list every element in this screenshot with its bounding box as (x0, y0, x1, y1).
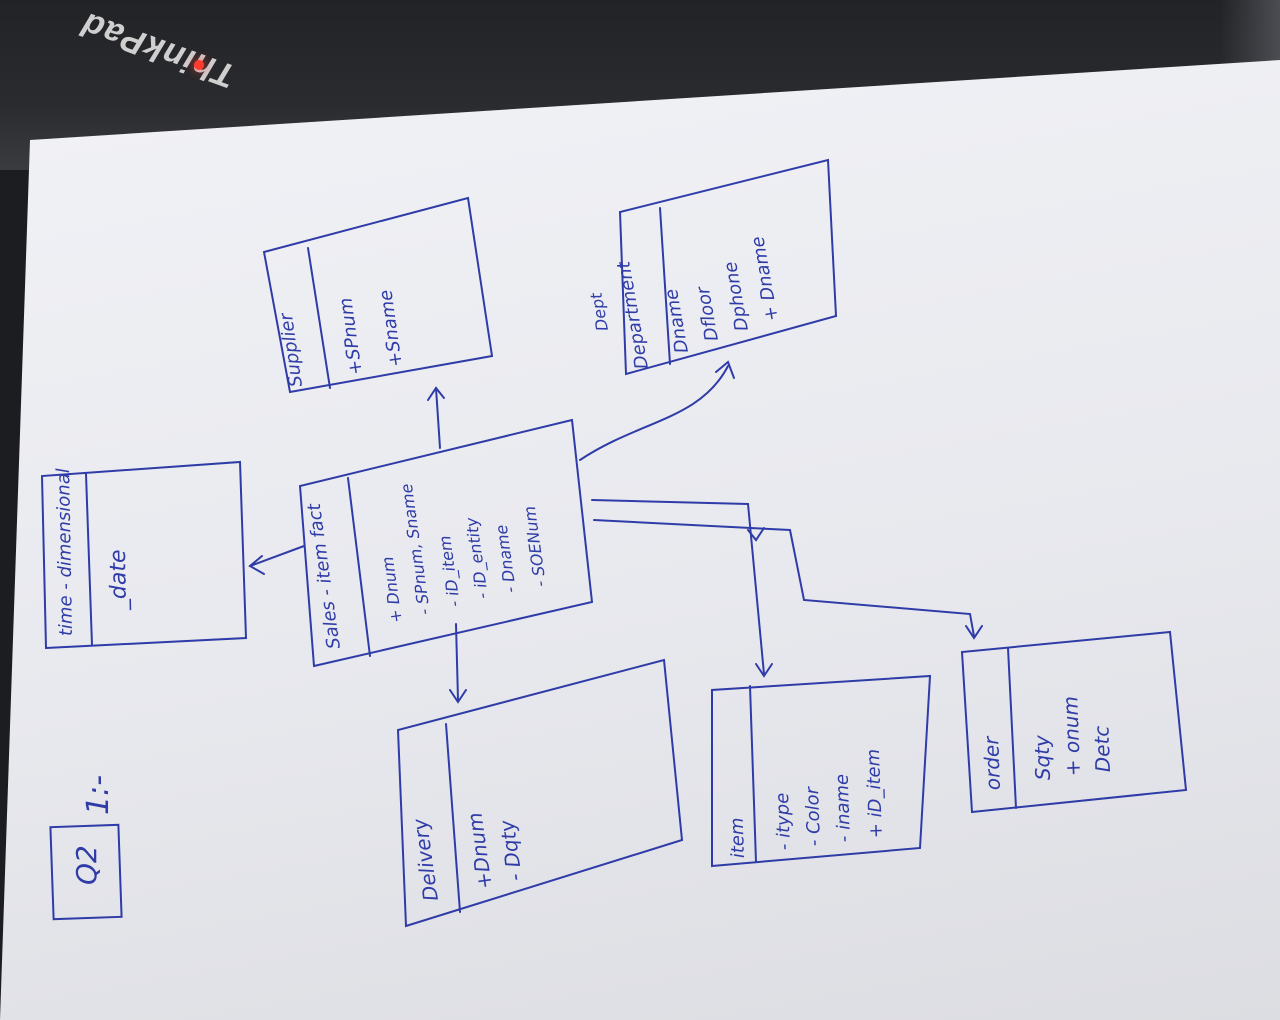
entity-attr: - iD_item (435, 534, 465, 608)
entity-order: order Sqty + onum Detc (960, 630, 1188, 814)
entity-attr: + iD_item (863, 749, 887, 839)
entity-supplier: Supplier +SPnum +Sname (262, 196, 494, 394)
entity-title: Department (613, 259, 653, 371)
entity-attr: - iname (832, 774, 855, 843)
question-text: Q2 (70, 845, 103, 885)
power-led (194, 60, 204, 70)
entity-title: item (727, 817, 749, 858)
entity-attr: Detc (1089, 725, 1115, 772)
entity-attr: + Dnum (378, 555, 406, 624)
arrowhead-icon (248, 555, 265, 575)
entity-title: Delivery (407, 816, 442, 903)
link-sales-department (579, 365, 729, 461)
entity-attr: Dname (661, 287, 693, 355)
entity-attr: Dfloor (692, 283, 722, 342)
entity-time: time - dimensional _date (40, 460, 248, 650)
link-sales-delivery (455, 623, 459, 701)
relationships (248, 360, 983, 704)
link-sales-item (591, 499, 765, 675)
entity-department: Department Dname Dfloor Dphone + Dname (613, 158, 838, 376)
arrowhead-icon (427, 386, 445, 401)
entity-title: order (979, 734, 1005, 790)
entity-attr: - SOENum (520, 505, 550, 588)
link-sales-time (249, 545, 305, 567)
er-diagram: Q2 1:- time - dimensional _date Sales - … (40, 158, 1188, 928)
entity-attr: +Sname (375, 288, 407, 368)
entity-attr: +Dnum (462, 811, 496, 891)
entity-attr: - Color (802, 785, 825, 847)
arrowhead-icon (755, 663, 773, 678)
entity-attr: - Dname (492, 523, 520, 594)
arrowhead-icon (449, 689, 467, 704)
entity-attr: - Dqty (494, 817, 526, 882)
entity-attr: - itype (772, 792, 795, 850)
question-label: Q2 1:- (49, 775, 123, 921)
entity-attr: +SPnum (335, 296, 367, 376)
entity-attr: Dphone (720, 260, 753, 333)
question-number: 1:- (81, 775, 116, 815)
link-sales-order (593, 519, 975, 637)
arrowhead-icon (747, 527, 765, 542)
entity-title: Sales - item fact (304, 501, 345, 650)
entity-attr: - iD_entity (462, 516, 493, 601)
arrowhead-icon (965, 625, 983, 640)
entity-attr: + onum (1058, 696, 1085, 777)
link-sales-supplier (435, 387, 441, 449)
paper-sheet (0, 60, 1280, 1020)
entity-delivery: Delivery +Dnum - Dqty (396, 658, 684, 928)
entity-attr: + Dname (747, 235, 783, 323)
entity-title: time - dimensional (53, 468, 77, 636)
entity-sales: Sales - item fact + Dnum - SPnum, Sname … (298, 418, 594, 668)
entity-item: item - itype - Color - iname + iD_item (711, 674, 932, 868)
arrowhead-icon (715, 360, 735, 379)
entity-attr: _date (106, 549, 132, 611)
entity-title: Supplier (276, 310, 307, 388)
dept-label: Dept (586, 291, 612, 333)
entity-attr: Sqty (1029, 734, 1055, 781)
